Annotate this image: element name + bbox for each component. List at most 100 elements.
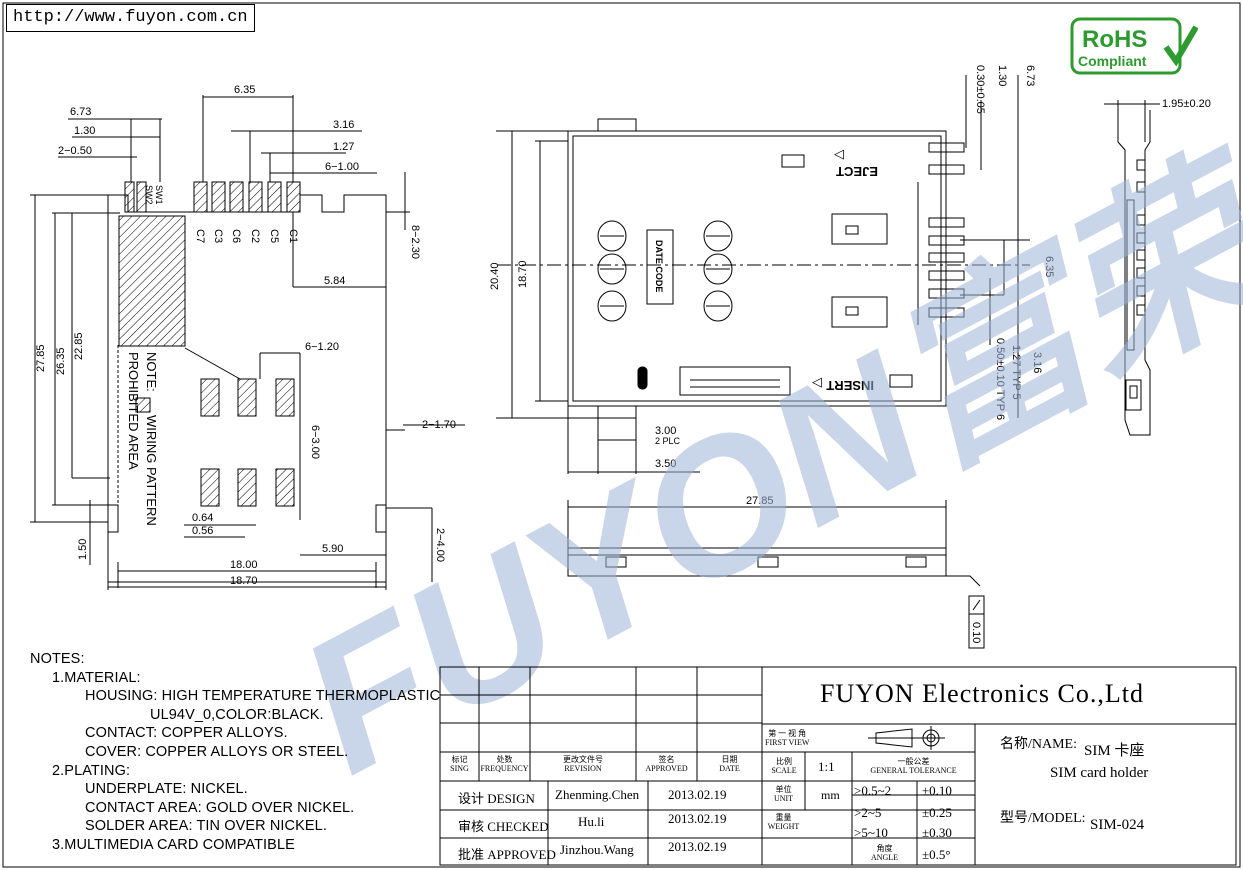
- dim-635: 6.35: [234, 84, 255, 96]
- design-date: 2013.02.19: [668, 787, 727, 802]
- dim-195: 1.95±0.20: [1162, 98, 1211, 110]
- dim-316: 3.16: [333, 119, 354, 131]
- pad-c6: [229, 181, 244, 213]
- tol-range-1: >0.5~2: [854, 783, 892, 798]
- dim-2285: 22.85: [73, 332, 85, 360]
- pin-c6: C6: [230, 229, 242, 243]
- dim-2plc: 2 PLC: [655, 436, 681, 446]
- design-name: Zhenming.Chen: [555, 787, 640, 802]
- eject-label: EJECT: [836, 164, 878, 179]
- note-line: 1.MATERIAL:: [52, 669, 141, 686]
- dim-030: 0.30±0.05: [974, 65, 986, 114]
- website-url[interactable]: http://www.fuyon.com.cn: [6, 4, 255, 32]
- dim-6-120: 6−1.20: [305, 341, 339, 353]
- date-code-label: DATE CODE: [654, 240, 664, 292]
- dim-673-right: 6.73: [1024, 65, 1036, 86]
- note-line: COVER: COPPER ALLOYS OR STEEL.: [85, 743, 349, 760]
- unit-value: mm: [821, 788, 840, 802]
- note-line: UL94V_0,COLOR:BLACK.: [150, 706, 324, 723]
- pad-c7: [193, 181, 208, 213]
- dim-2785-side: 27.85: [746, 495, 774, 507]
- pad-c2: [248, 181, 263, 213]
- company-name: FUYON Electronics Co.,Ltd: [820, 679, 1144, 708]
- footprint-view: [30, 95, 465, 590]
- dim-6-100: 6−1.00: [325, 161, 359, 173]
- dim-316-right: 3.16: [1031, 352, 1043, 373]
- dim-635-right: 6.35: [1043, 256, 1055, 277]
- dim-2040: 20.40: [489, 262, 501, 290]
- name-label: 名称/NAME:: [1000, 737, 1077, 752]
- model-label: 型号/MODEL:: [1000, 811, 1086, 826]
- dim-127: 1.27: [333, 141, 354, 153]
- dim-673: 6.73: [70, 106, 91, 118]
- dim-2-400: 2−4.00: [434, 528, 446, 562]
- dim-130-right: 1.30: [996, 65, 1008, 86]
- top-view-labels: 20.40 18.70 EJECT ◁ INSERT ◁ DATE CODE 3…: [489, 65, 1211, 643]
- note-line: 3.MULTIMEDIA CARD COMPATIBLE: [52, 836, 295, 853]
- top-view: [496, 75, 1030, 649]
- notes-heading: NOTES:: [30, 651, 85, 667]
- prohibited-area: [118, 215, 186, 347]
- note-line: UNDERPLATE: NICKEL.: [85, 781, 248, 798]
- dim-2785: 27.85: [35, 344, 47, 372]
- note-line: CONTACT: COPPER ALLOYS.: [85, 725, 288, 742]
- dim-584: 5.84: [324, 275, 345, 287]
- checkmark-icon: [1163, 25, 1198, 67]
- title-block-grid: [439, 666, 1237, 866]
- checked-label: 审核 CHECKED: [458, 819, 549, 834]
- dim-1800: 18.00: [230, 559, 258, 571]
- dim-050-right: 0.50±0.10 TYP 6: [994, 338, 1006, 420]
- checked-date: 2013.02.19: [668, 811, 727, 826]
- pin-c1: C1: [287, 229, 299, 243]
- checked-name: Hu.li: [578, 814, 605, 829]
- note-line: CONTACT AREA: GOLD OVER NICKEL.: [85, 799, 355, 816]
- note-prohibited: PROHIBITED AREA: [126, 352, 141, 470]
- approved-label: 批准 APPROVED: [458, 847, 556, 862]
- dim-2635: 26.35: [55, 347, 67, 375]
- tol-value-3: ±0.30: [922, 825, 952, 840]
- pad-c3: [211, 181, 226, 213]
- scale-value: 1:1: [818, 759, 835, 774]
- insert-label: INSERT: [826, 378, 874, 393]
- angle-tolerance: ±0.5°: [922, 847, 951, 862]
- model-value: SIM-024: [1090, 817, 1145, 833]
- dim-6-300: 6−3.00: [309, 425, 321, 459]
- dim-8-230: 8−2.30: [409, 225, 421, 259]
- pad-sw2: [136, 181, 147, 213]
- rohs-compliant-badge: RoHS Compliant: [1070, 17, 1198, 75]
- footprint-labels: 6.35 6.73 1.30 2−0.50 3.16 1.27 6−1.00 5…: [35, 84, 456, 587]
- approved-name: Jinzhou.Wang: [560, 842, 634, 857]
- note-line: 2.PLATING:: [52, 762, 131, 779]
- tol-range-2: >2~5: [854, 805, 882, 820]
- dim-300: 3.00: [655, 425, 676, 437]
- dim-1870: 18.70: [230, 575, 258, 587]
- pin-sw2: SW2: [144, 185, 154, 205]
- note-hatch-symbol: [135, 397, 151, 413]
- note-label: NOTE:: [144, 352, 159, 392]
- pin-c3: C3: [212, 229, 224, 243]
- note-line: SOLDER AREA: TIN OVER NICKEL.: [85, 818, 327, 835]
- rohs-text: RoHS: [1082, 26, 1147, 53]
- pin-c5: C5: [268, 229, 280, 243]
- dim-150: 1.50: [77, 539, 89, 560]
- dim-056: 0.56: [192, 525, 213, 537]
- pad-sw1: [124, 181, 135, 213]
- eject-arrow-icon: ◁: [834, 146, 844, 161]
- pin-sw1: SW1: [154, 185, 164, 205]
- pin-c7: C7: [194, 229, 206, 243]
- name-en: SIM card holder: [1050, 765, 1149, 781]
- tol-value-2: ±0.25: [922, 805, 952, 820]
